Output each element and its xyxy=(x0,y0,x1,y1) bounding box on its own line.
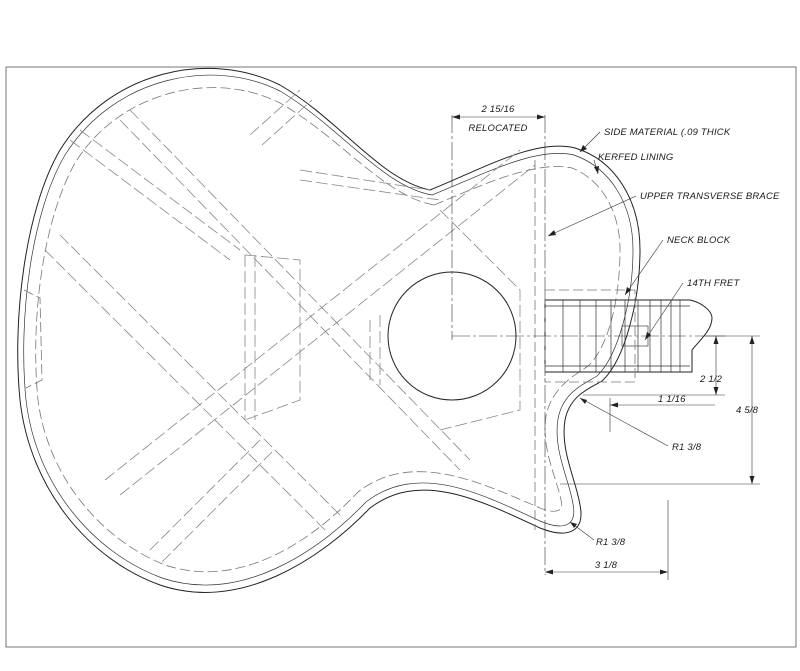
label-kerfed-lining: KERFED LINING xyxy=(598,152,673,163)
dim-4-5-8 xyxy=(560,335,760,485)
tail-block xyxy=(23,289,43,389)
dim-4-5-8-value: 4 5/8 xyxy=(736,405,759,416)
leader-upper-transverse-brace xyxy=(547,195,637,237)
label-radius-lower: R1 3/8 xyxy=(596,537,626,548)
label-radius-upper: R1 3/8 xyxy=(672,442,702,453)
dim-1-1-16 xyxy=(609,398,715,432)
leader-neck-block xyxy=(624,239,664,296)
dim-2-1-2 xyxy=(583,335,725,396)
fretboard xyxy=(544,299,713,373)
body-outline xyxy=(17,68,641,593)
kerfed-lining-line xyxy=(35,87,621,573)
dim-2-1-2-value: 2 1/2 xyxy=(699,374,723,385)
bracing xyxy=(44,89,536,563)
dim-relocated-value: 2 15/16 xyxy=(480,104,515,115)
sheet-border xyxy=(5,66,797,648)
dim-relocated-word: RELOCATED xyxy=(468,123,527,134)
dim-relocated xyxy=(452,114,545,120)
label-side-material: SIDE MATERIAL (.09 THICK xyxy=(604,127,731,138)
label-upper-transverse-brace: UPPER TRANSVERSE BRACE xyxy=(640,191,780,202)
leader-14th-fret xyxy=(644,282,684,341)
neck-block xyxy=(544,289,636,383)
label-neck-block: NECK BLOCK xyxy=(667,235,731,246)
side-material-line xyxy=(23,74,634,586)
dim-1-1-16-value: 1 1/16 xyxy=(658,394,686,405)
leader-radius-upper xyxy=(579,397,669,447)
dim-3-1-8-value: 3 1/8 xyxy=(595,560,618,571)
dim-3-1-8 xyxy=(545,500,669,580)
label-14th-fret: 14TH FRET xyxy=(687,278,740,289)
